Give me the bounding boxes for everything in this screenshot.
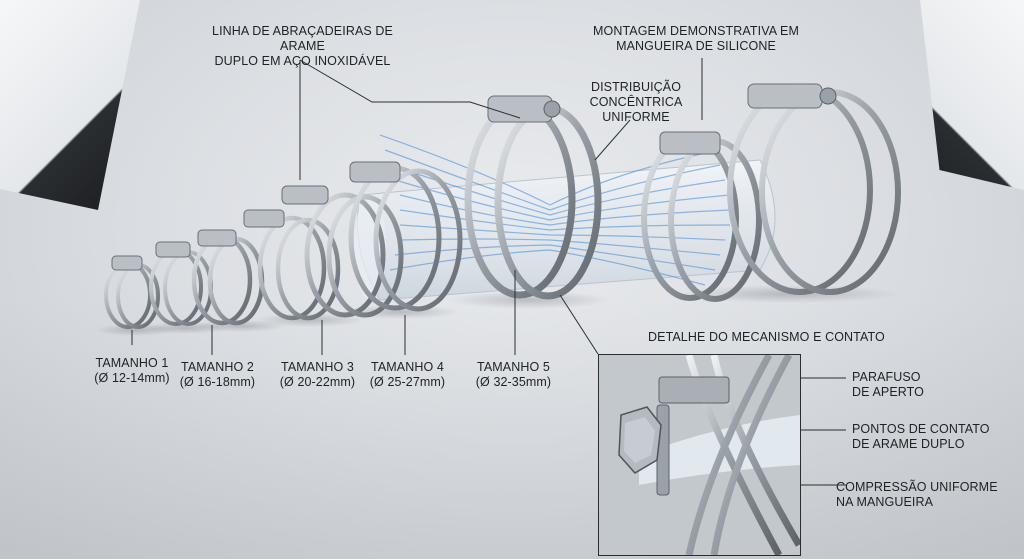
size-label-4: TAMANHO 4 (Ø 25-27mm) — [360, 360, 455, 390]
distribution-line-2: CONCÊNTRICA — [589, 95, 683, 109]
size-label-5: TAMANHO 5 (Ø 32-35mm) — [466, 360, 561, 390]
size-label-3: TAMANHO 3 (Ø 20-22mm) — [270, 360, 365, 390]
line-title-line-1: LINHA DE ABRAÇADEIRAS DE ARAME — [212, 24, 393, 53]
demo-title-line-1: MONTAGEM DEMONSTRATIVA EM — [593, 24, 799, 38]
compression-line-2: NA MANGUEIRA — [836, 495, 934, 509]
distribution-line-1: DISTRIBUIÇÃO — [590, 80, 682, 94]
size-range: (Ø 32-35mm) — [475, 375, 552, 389]
wire-detail — [685, 355, 800, 555]
contact-line-2: DE ARAME DUPLO — [852, 437, 965, 451]
size-name: TAMANHO 3 — [281, 360, 354, 374]
compression-line-1: COMPRESSÃO UNIFORME — [836, 480, 998, 494]
detail-title: DETALHE DO MECANISMO E CONTATO — [648, 330, 885, 344]
size-name: TAMANHO 1 — [95, 356, 169, 370]
size-label-2: TAMANHO 2 (Ø 16-18mm) — [170, 360, 265, 390]
demo-title-callout: MONTAGEM DEMONSTRATIVA EM MANGUEIRA DE S… — [590, 24, 802, 54]
size-name: TAMANHO 5 — [477, 360, 550, 374]
clamp-housing-detail — [658, 376, 730, 404]
studio-floor — [0, 299, 1024, 559]
contact-line-1: PONTOS DE CONTATO — [852, 422, 990, 436]
demo-mounted-clamps — [641, 83, 901, 302]
distribution-callout: DISTRIBUIÇÃO CONCÊNTRICA UNIFORME — [586, 80, 686, 125]
demo-title-line-2: MANGUEIRA DE SILICONE — [616, 39, 776, 53]
compression-callout: COMPRESSÃO UNIFORME NA MANGUEIRA — [836, 480, 1021, 510]
screw-callout: PARAFUSO DE APERTO — [852, 370, 1012, 400]
line-title-callout: LINHA DE ABRAÇADEIRAS DE ARAME DUPLO EM … — [190, 24, 415, 69]
size-name: TAMANHO 2 — [181, 360, 254, 374]
size-label-1: TAMANHO 1 (Ø 12-14mm) — [82, 356, 182, 386]
distribution-line-3: UNIFORME — [602, 110, 670, 124]
size-range: (Ø 25-27mm) — [369, 375, 446, 389]
screw-line-1: PARAFUSO — [852, 370, 921, 384]
clamp-size-4 — [281, 161, 463, 318]
clamp-size-3 — [191, 209, 341, 326]
screw-line-2: DE APERTO — [852, 385, 924, 399]
size-range: (Ø 12-14mm) — [94, 371, 170, 385]
force-distribution-lines — [379, 134, 731, 286]
size-range: (Ø 16-18mm) — [179, 375, 256, 389]
size-range: (Ø 20-22mm) — [279, 375, 356, 389]
clamp-size-5 — [464, 95, 602, 300]
size-name: TAMANHO 4 — [371, 360, 444, 374]
detail-inset — [598, 354, 801, 556]
contact-points-callout: PONTOS DE CONTATO DE ARAME DUPLO — [852, 422, 1022, 452]
detail-illustration — [599, 355, 800, 555]
line-title-line-2: DUPLO EM AÇO INOXIDÁVEL — [214, 54, 391, 68]
silicone-hose — [354, 159, 776, 301]
